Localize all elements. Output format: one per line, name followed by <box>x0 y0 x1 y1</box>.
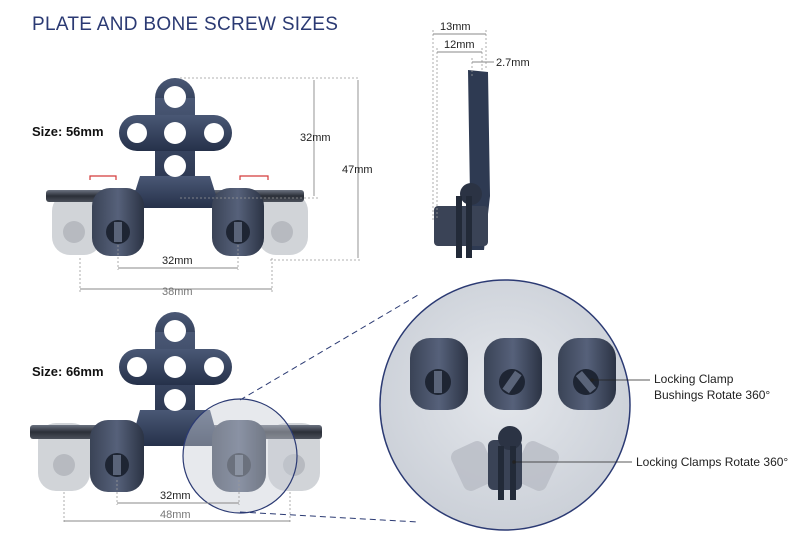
ghost-clamp-left <box>52 193 102 255</box>
zoom-clamp-1 <box>410 338 468 410</box>
ghost-clamp-right <box>258 193 308 255</box>
dim-label-56-height: 32mm <box>300 132 331 144</box>
plate-56-assembly <box>46 78 308 256</box>
dim-label-56-width: 38mm <box>162 286 193 298</box>
dim-label-side-thickness: 2.7mm <box>496 57 530 69</box>
zoom-rotating-clamps <box>451 426 559 500</box>
plate-66-assembly <box>30 312 322 514</box>
dim-lines-66 <box>63 480 291 524</box>
plate-66-holes <box>127 320 224 411</box>
clamp-66-right <box>212 420 266 492</box>
plate-56-holes <box>127 86 224 177</box>
callout-clamps: Locking Clamps Rotate 360° <box>636 455 788 469</box>
dim-label-side-inner: 12mm <box>444 39 475 51</box>
callout-bushings-line2: Bushings Rotate 360° <box>654 388 770 402</box>
zoom-detail <box>379 279 631 531</box>
zoom-clamp-3 <box>558 338 616 410</box>
ghost-clamp-66-left <box>38 423 90 491</box>
dim-label-56-spacing: 32mm <box>162 255 193 267</box>
callout-bushings-line1: Locking Clamp <box>654 372 734 386</box>
dim-label-66-spacing: 32mm <box>160 490 191 502</box>
callout-dot-bushings <box>590 378 594 382</box>
side-view <box>434 70 490 258</box>
clamp-66-left <box>90 420 144 492</box>
dim-label-56-total: 47mm <box>342 164 373 176</box>
zoom-connector-bottom <box>239 511 419 523</box>
dim-label-side-outer: 13mm <box>440 21 471 33</box>
dim-lines-56 <box>79 77 360 292</box>
zoom-connector-top <box>239 294 419 401</box>
clamp-56-right <box>212 188 264 256</box>
page-title: PLATE AND BONE SCREW SIZES <box>32 14 339 35</box>
clamp-56-left <box>92 188 144 256</box>
size-label-56: Size: 56mm <box>32 124 104 139</box>
callout-dot-clamps <box>512 460 516 464</box>
size-label-66: Size: 66mm <box>32 364 104 379</box>
dim-label-66-width: 48mm <box>160 509 191 521</box>
magnify-circle-small <box>182 398 298 514</box>
marker-right <box>239 175 269 180</box>
side-dim-lines <box>432 30 487 220</box>
zoom-clamp-2 <box>484 338 542 410</box>
ghost-clamp-66-right <box>268 423 320 491</box>
marker-left <box>89 175 117 180</box>
